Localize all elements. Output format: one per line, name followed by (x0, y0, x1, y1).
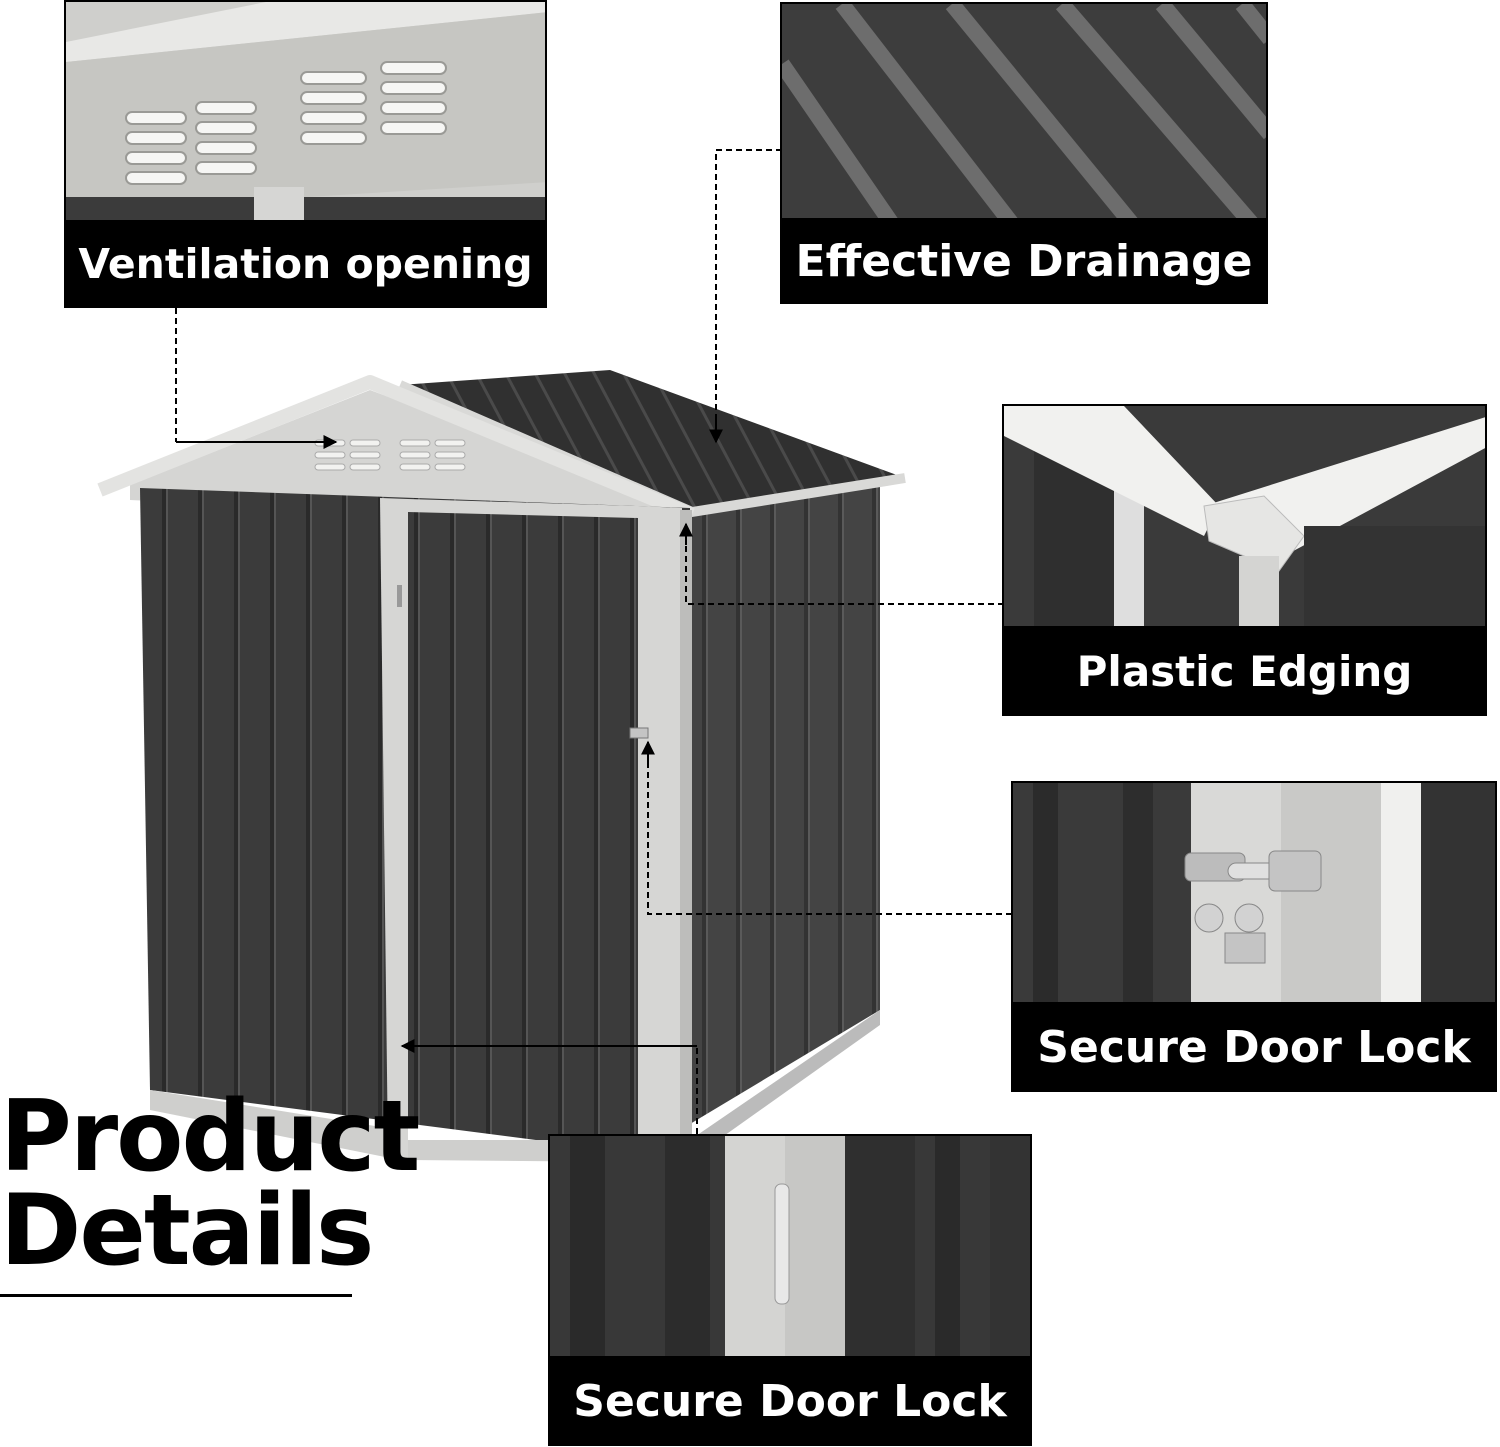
drainage-label: Effective Drainage (780, 218, 1268, 304)
drainage-photo (780, 2, 1268, 222)
product-details-heading: Product Details (0, 1088, 420, 1297)
edging-label: Plastic Edging (1002, 626, 1487, 716)
ventilation-label: Ventilation opening (64, 220, 547, 308)
shed-illustration (90, 370, 930, 1170)
lock-front-label: Secure Door Lock (548, 1356, 1032, 1446)
heading-underline (0, 1294, 352, 1297)
lock-side-photo (1011, 781, 1497, 1006)
ventilation-photo (64, 0, 547, 226)
heading-line-1: Product (0, 1080, 420, 1194)
heading-line-2: Details (0, 1174, 374, 1288)
lock-side-label: Secure Door Lock (1011, 1002, 1497, 1092)
edging-photo (1002, 404, 1487, 630)
lock-front-photo (548, 1134, 1032, 1360)
